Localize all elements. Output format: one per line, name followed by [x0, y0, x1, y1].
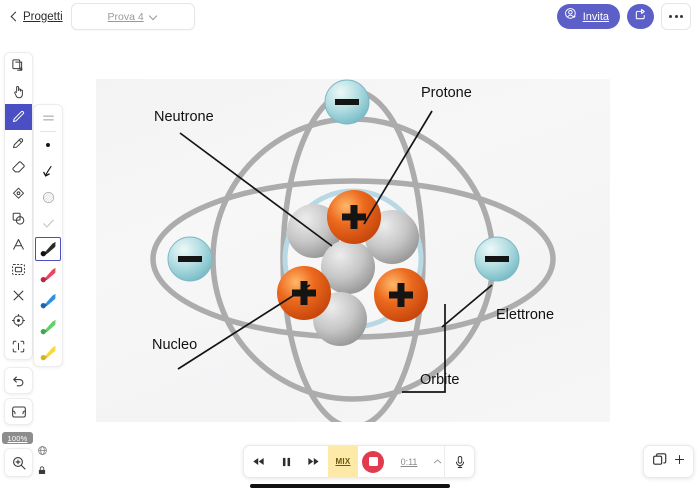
pen-nib-icon — [40, 345, 56, 361]
mix-label: MIX — [335, 457, 351, 466]
text-tool[interactable] — [5, 232, 32, 258]
divider — [40, 131, 56, 132]
frame-button[interactable] — [4, 398, 33, 425]
pen-style-check[interactable] — [34, 210, 62, 236]
rewind-icon — [253, 457, 264, 466]
atom-diagram-svg — [150, 79, 556, 430]
label-protone: Protone — [421, 85, 472, 101]
chevron-down-icon — [149, 12, 158, 21]
canvas-lock-controls[interactable] — [33, 443, 51, 477]
plus-icon — [674, 454, 684, 464]
record-stop-button[interactable] — [358, 446, 388, 477]
share-icon — [634, 7, 648, 26]
more-options-icon — [680, 15, 683, 18]
add-person-icon — [564, 7, 578, 26]
tool-column — [4, 52, 33, 360]
pen-column — [33, 104, 63, 367]
more-options-button[interactable] — [661, 3, 691, 30]
pen-style-curve[interactable] — [34, 158, 62, 184]
check-icon — [42, 218, 54, 228]
pen-color-green[interactable] — [34, 314, 62, 340]
rewind-button[interactable] — [244, 446, 273, 477]
pen-style-dot[interactable] — [34, 132, 62, 158]
add-page-tool[interactable] — [5, 53, 32, 79]
pen-menu-button[interactable] — [34, 105, 62, 131]
pause-button[interactable] — [273, 446, 299, 477]
hand-tool[interactable] — [5, 79, 32, 105]
select-tool[interactable] — [5, 257, 32, 283]
time-display[interactable]: 0:11 — [388, 446, 430, 477]
divider — [444, 446, 445, 477]
more-options-icon — [669, 15, 672, 18]
pages-controls[interactable] — [643, 445, 694, 478]
invite-label: Invita — [582, 10, 609, 23]
more-options-icon — [674, 15, 678, 18]
fill-tool[interactable] — [5, 181, 32, 207]
pen-color-black[interactable] — [34, 236, 62, 262]
label-elettrone: Elettrone — [496, 307, 555, 323]
curve-arrow-icon — [42, 165, 52, 177]
chevron-up-icon — [433, 459, 441, 464]
project-tab[interactable]: Prova 4 — [70, 3, 195, 30]
dot-icon — [46, 143, 50, 147]
atom-diagram-image[interactable]: Neutrone Protone Elettrone Nucleo Orbite — [96, 79, 610, 430]
pen-nib-icon — [40, 267, 56, 283]
recording-playbar: MIX 0:11 — [243, 445, 475, 478]
undo-arrow-icon — [13, 376, 24, 387]
project-tab-label: Prova 4 — [107, 10, 144, 23]
pause-icon — [282, 457, 290, 466]
lock-icon — [37, 463, 47, 481]
stop-record-icon — [362, 450, 384, 473]
zoom-level-badge: 100% — [2, 432, 33, 444]
label-nucleo: Nucleo — [152, 337, 198, 353]
microphone-icon — [455, 455, 464, 468]
highlighter-tool[interactable] — [5, 130, 32, 156]
label-orbite: Orbite — [420, 372, 460, 388]
back-to-projects-button[interactable]: Progetti — [9, 11, 63, 23]
fast-forward-icon — [308, 457, 319, 466]
forward-button[interactable] — [299, 446, 328, 477]
add-page-button[interactable] — [673, 453, 686, 471]
zoom-in-magnifier-icon — [12, 456, 26, 470]
pages-copy-icon[interactable] — [652, 452, 668, 472]
globe-icon — [37, 443, 48, 461]
time-expand-button[interactable] — [430, 446, 444, 477]
zoom-button[interactable] — [4, 448, 33, 477]
mix-button[interactable]: MIX — [328, 446, 358, 477]
leader-lines — [177, 110, 493, 393]
share-button[interactable] — [627, 4, 654, 29]
pen-style-hatch[interactable] — [34, 184, 62, 210]
time-label: 0:11 — [400, 456, 418, 467]
pen-color-red[interactable] — [34, 262, 62, 288]
pen-nib-icon — [40, 319, 56, 335]
eraser-tool[interactable] — [5, 155, 32, 181]
home-indicator — [250, 484, 450, 488]
hatched-circle-icon — [42, 191, 54, 203]
frame-icon — [11, 405, 26, 418]
pen-color-blue[interactable] — [34, 288, 62, 314]
delete-tool[interactable] — [5, 283, 32, 309]
top-bar: Progetti Prova 4 Invita — [0, 0, 700, 34]
proton-group — [277, 190, 428, 322]
canvas-area[interactable]: Neutrone Protone Elettrone Nucleo Orbite — [0, 33, 700, 490]
microphone-button[interactable] — [445, 446, 474, 477]
pen-nib-icon — [40, 293, 56, 309]
shapes-tool[interactable] — [5, 206, 32, 232]
chevron-left-icon — [9, 12, 19, 22]
back-label: Progetti — [23, 10, 63, 23]
top-bar-actions: Invita — [556, 3, 691, 30]
invite-button[interactable]: Invita — [556, 4, 620, 29]
electron-group — [167, 79, 520, 282]
target-tool[interactable] — [5, 308, 32, 334]
pen-color-yellow[interactable] — [34, 340, 62, 366]
pen-nib-icon — [40, 241, 56, 257]
crop-tool[interactable] — [5, 334, 32, 360]
pen-tool[interactable] — [5, 104, 32, 130]
label-neutrone: Neutrone — [154, 109, 214, 125]
undo-button[interactable] — [4, 367, 33, 394]
